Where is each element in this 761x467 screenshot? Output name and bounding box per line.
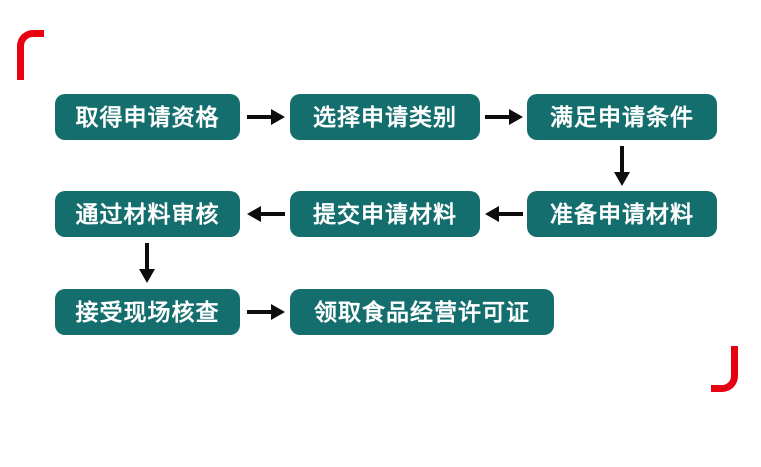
arrow-right-icon	[485, 109, 523, 125]
flow-step-5: 提交申请材料	[290, 191, 480, 237]
arrow-right-icon	[247, 109, 285, 125]
corner-bracket-bottom-right-icon	[711, 346, 738, 392]
arrow-down-icon	[139, 243, 155, 283]
arrow-right-icon	[247, 304, 285, 320]
flow-step-4: 准备申请材料	[527, 191, 717, 237]
corner-bracket-top-left-icon	[17, 30, 44, 80]
flow-step-6: 通过材料审核	[55, 191, 240, 237]
arrow-left-icon	[485, 206, 523, 222]
flow-step-3: 满足申请条件	[527, 94, 717, 140]
flow-step-7: 接受现场核查	[55, 289, 240, 335]
flow-step-1: 取得申请资格	[55, 94, 240, 140]
flow-step-2: 选择申请类别	[290, 94, 480, 140]
arrow-down-icon	[614, 146, 630, 186]
flow-step-8: 领取食品经营许可证	[290, 289, 554, 335]
arrow-left-icon	[247, 206, 285, 222]
